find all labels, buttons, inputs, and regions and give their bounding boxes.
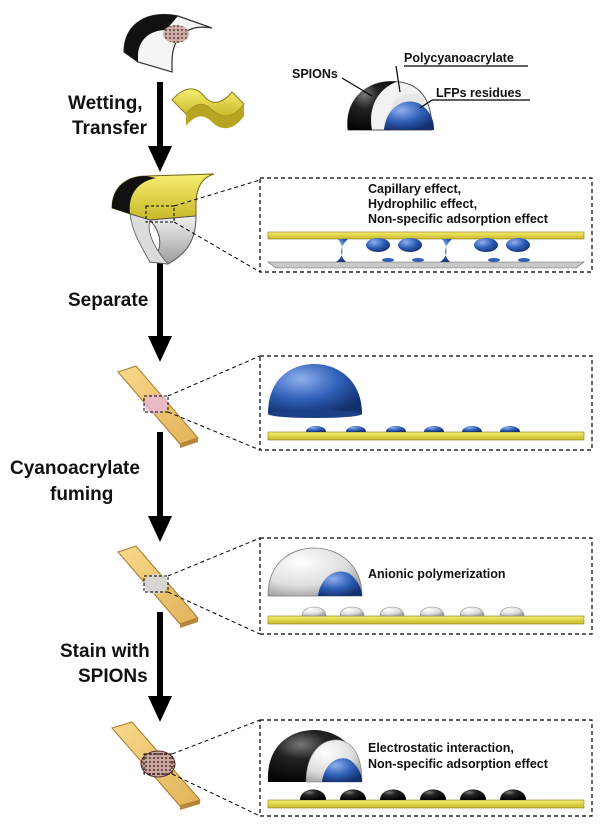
legend-polycyanoacrylate: Polycyanoacrylate xyxy=(404,51,514,65)
slide-after-separation xyxy=(117,365,199,448)
step-label-wetting: Wetting, Transfer xyxy=(68,93,148,139)
step-fuming-line2: fuming xyxy=(50,484,113,505)
yellow-tape-illustration xyxy=(171,88,245,129)
transfer-illustration xyxy=(111,173,215,265)
panel-transfer-line3: Non-specific adsorption effect xyxy=(368,212,549,226)
panel-staining-line2: Non-specific adsorption effect xyxy=(368,757,549,771)
step-wetting-line2: Transfer xyxy=(72,118,148,139)
step-label-fuming: Cyanoacrylate fuming xyxy=(10,458,140,505)
step-fuming-line1: Cyanoacrylate xyxy=(10,458,140,479)
panel-transfer xyxy=(259,177,593,273)
panel-fuming xyxy=(259,537,593,635)
legend-hemisphere xyxy=(341,65,530,131)
panel-separation xyxy=(259,355,593,451)
panel-staining xyxy=(259,719,593,817)
step-stain-line1: Stain with xyxy=(60,641,150,662)
curved-film-illustration xyxy=(123,13,213,73)
slide-after-staining xyxy=(111,721,201,810)
panel-fuming-line1: Anionic polymerization xyxy=(368,567,506,581)
step-wetting-line1: Wetting, xyxy=(68,93,143,114)
zoom-connectors xyxy=(167,179,261,817)
step-stain-line2: SPIONs xyxy=(78,666,148,687)
panel-transfer-line1: Capillary effect, xyxy=(368,182,461,196)
process-arrow xyxy=(148,82,172,722)
step-separate: Separate xyxy=(68,290,148,311)
slide-after-fuming xyxy=(117,545,199,628)
legend-spions: SPIONs xyxy=(292,67,338,81)
panel-staining-line1: Electrostatic interaction, xyxy=(368,741,514,755)
step-label-stain: Stain with SPIONs xyxy=(60,641,150,687)
legend-lfps-residues: LFPs residues xyxy=(436,86,521,100)
panel-transfer-line2: Hydrophilic effect, xyxy=(368,197,477,211)
